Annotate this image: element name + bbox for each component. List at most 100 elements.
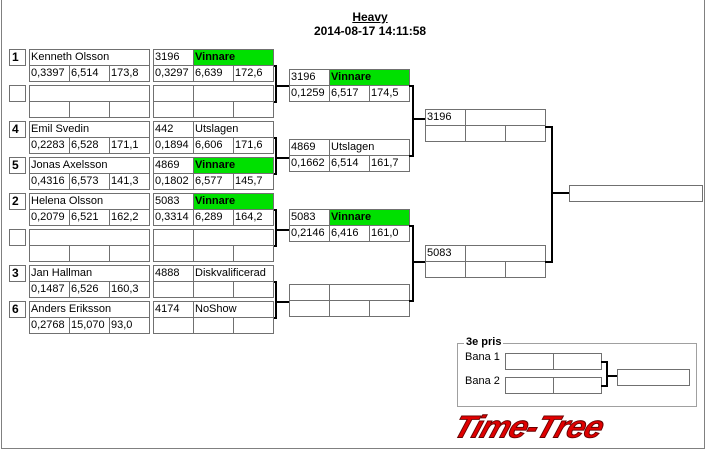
seed-number[interactable]: 2 — [9, 193, 26, 210]
seed-number[interactable] — [9, 85, 26, 102]
r3-status[interactable] — [465, 109, 546, 126]
r1-result-reaction-time[interactable]: 0,3297 — [153, 65, 194, 82]
r1-result-speed[interactable] — [233, 281, 274, 298]
reaction-time[interactable]: 0,2768 — [29, 317, 70, 334]
r1-result-reaction-time[interactable]: 0,1802 — [153, 173, 194, 190]
r1-result-elapsed-time[interactable] — [193, 101, 234, 118]
r1-result-elapsed-time[interactable]: 6,289 — [193, 209, 234, 226]
r3-speed[interactable] — [505, 125, 546, 142]
r2-speed[interactable]: 174,5 — [369, 85, 410, 102]
r1-result-id[interactable]: 3196 — [153, 49, 194, 66]
third-place-winner-field[interactable] — [617, 369, 690, 386]
r1-result-reaction-time[interactable]: 0,1894 — [153, 137, 194, 154]
speed[interactable] — [109, 101, 150, 118]
r3-id[interactable]: 5083 — [425, 245, 466, 262]
r1-result-status[interactable]: Vinnare — [193, 157, 274, 174]
r3-status[interactable] — [465, 245, 546, 262]
r2-reaction-time[interactable] — [289, 300, 330, 317]
seed-number[interactable]: 3 — [9, 265, 26, 282]
r2-speed[interactable] — [369, 300, 410, 317]
r2-id[interactable]: 5083 — [289, 209, 330, 226]
r2-id[interactable]: 3196 — [289, 69, 330, 86]
r3-reaction-time[interactable] — [425, 261, 466, 278]
driver-name[interactable]: Jan Hallman — [29, 265, 150, 282]
seed-number[interactable] — [9, 229, 26, 246]
r1-result-status[interactable] — [193, 85, 274, 102]
driver-name[interactable]: Emil Svedin — [29, 121, 150, 138]
speed[interactable]: 160,3 — [109, 281, 150, 298]
r2-speed[interactable]: 161,7 — [369, 155, 410, 172]
r1-result-elapsed-time[interactable]: 6,639 — [193, 65, 234, 82]
r1-result-reaction-time[interactable] — [153, 317, 194, 334]
driver-name[interactable]: Kenneth Olsson — [29, 49, 150, 66]
r1-result-status[interactable]: NoShow — [193, 301, 274, 318]
r2-reaction-time[interactable]: 0,1259 — [289, 85, 330, 102]
r2-id[interactable] — [289, 284, 330, 301]
r2-status[interactable]: Vinnare — [329, 209, 410, 226]
elapsed-time[interactable]: 6,521 — [69, 209, 110, 226]
reaction-time[interactable]: 0,2283 — [29, 137, 70, 154]
r1-result-id[interactable]: 5083 — [153, 193, 194, 210]
reaction-time[interactable]: 0,3397 — [29, 65, 70, 82]
speed[interactable]: 171,1 — [109, 137, 150, 154]
r2-elapsed-time[interactable]: 6,416 — [329, 225, 370, 242]
r2-elapsed-time[interactable] — [329, 300, 370, 317]
r1-result-status[interactable] — [193, 229, 274, 246]
r1-result-id[interactable] — [153, 85, 194, 102]
driver-name[interactable] — [29, 229, 150, 246]
r2-speed[interactable]: 161,0 — [369, 225, 410, 242]
r1-result-elapsed-time[interactable] — [193, 317, 234, 334]
elapsed-time[interactable] — [69, 101, 110, 118]
r2-status[interactable]: Utslagen — [329, 139, 410, 156]
r3-elapsed-time[interactable] — [465, 261, 506, 278]
r2-id[interactable]: 4869 — [289, 139, 330, 156]
reaction-time[interactable]: 0,1487 — [29, 281, 70, 298]
r1-result-id[interactable]: 442 — [153, 121, 194, 138]
r3-elapsed-time[interactable] — [465, 125, 506, 142]
driver-name[interactable]: Helena Olsson — [29, 193, 150, 210]
r1-result-id[interactable]: 4888 — [153, 265, 194, 282]
speed[interactable]: 162,2 — [109, 209, 150, 226]
r1-result-reaction-time[interactable] — [153, 101, 194, 118]
r1-result-speed[interactable]: 172,6 — [233, 65, 274, 82]
r1-result-elapsed-time[interactable] — [193, 245, 234, 262]
speed[interactable]: 93,0 — [109, 317, 150, 334]
elapsed-time[interactable]: 6,573 — [69, 173, 110, 190]
driver-name[interactable]: Jonas Axelsson — [29, 157, 150, 174]
r2-elapsed-time[interactable]: 6,514 — [329, 155, 370, 172]
reaction-time[interactable] — [29, 101, 70, 118]
r1-result-status[interactable]: Vinnare — [193, 193, 274, 210]
r1-result-elapsed-time[interactable] — [193, 281, 234, 298]
elapsed-time[interactable]: 15,070 — [69, 317, 110, 334]
r1-result-speed[interactable]: 171,6 — [233, 137, 274, 154]
reaction-time[interactable]: 0,4316 — [29, 173, 70, 190]
r1-result-speed[interactable]: 145,7 — [233, 173, 274, 190]
r1-result-status[interactable]: Vinnare — [193, 49, 274, 66]
r1-result-reaction-time[interactable] — [153, 245, 194, 262]
driver-name[interactable] — [29, 85, 150, 102]
r2-reaction-time[interactable]: 0,1662 — [289, 155, 330, 172]
elapsed-time[interactable]: 6,514 — [69, 65, 110, 82]
r1-result-speed[interactable] — [233, 101, 274, 118]
elapsed-time[interactable] — [69, 245, 110, 262]
r1-result-id[interactable]: 4869 — [153, 157, 194, 174]
r1-result-speed[interactable] — [233, 245, 274, 262]
driver-name[interactable]: Anders Eriksson — [29, 301, 150, 318]
speed[interactable]: 141,3 — [109, 173, 150, 190]
speed[interactable]: 173,8 — [109, 65, 150, 82]
elapsed-time[interactable]: 6,528 — [69, 137, 110, 154]
r1-result-reaction-time[interactable]: 0,3314 — [153, 209, 194, 226]
elapsed-time[interactable]: 6,526 — [69, 281, 110, 298]
r1-result-status[interactable]: Utslagen — [193, 121, 274, 138]
r1-result-elapsed-time[interactable]: 6,606 — [193, 137, 234, 154]
r3-reaction-time[interactable] — [425, 125, 466, 142]
r1-result-reaction-time[interactable] — [153, 281, 194, 298]
r1-result-speed[interactable] — [233, 317, 274, 334]
r1-result-id[interactable] — [153, 229, 194, 246]
seed-number[interactable]: 1 — [9, 49, 26, 66]
reaction-time[interactable] — [29, 245, 70, 262]
r1-result-speed[interactable]: 164,2 — [233, 209, 274, 226]
final-winner-field[interactable] — [569, 185, 703, 202]
r2-status[interactable] — [329, 284, 410, 301]
r1-result-id[interactable]: 4174 — [153, 301, 194, 318]
